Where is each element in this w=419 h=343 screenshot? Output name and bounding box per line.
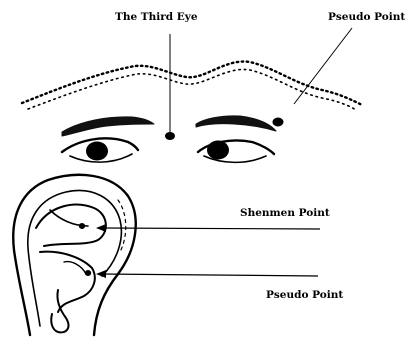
ear-inner-helix: [28, 190, 122, 326]
forehead-hairline-inner: [28, 69, 356, 110]
third-eye-point: [165, 132, 175, 140]
right-eyebrow: [196, 116, 276, 131]
pseudo-point-face-label: Pseudo Point: [328, 12, 405, 23]
shenmen-point-label: Shenmen Point: [240, 208, 330, 219]
ear-concha: [40, 252, 95, 312]
left-eye-pupil: [86, 142, 108, 161]
ear-antihelix: [36, 205, 106, 246]
left-eyebrow: [62, 117, 154, 136]
third-eye-label: The Third Eye: [115, 12, 198, 23]
pseudo-point-face: [273, 118, 284, 127]
ear-tragus: [64, 262, 86, 274]
pseudo-point-ear-label: Pseudo Point: [266, 290, 343, 301]
shenmen-arrowhead: [96, 224, 106, 232]
right-eye-pupil: [207, 141, 229, 160]
ear-lobe: [51, 290, 68, 332]
pseudo-point-ear-arrowhead: [96, 270, 106, 278]
pseudo-point-ear: [85, 270, 91, 276]
pseudo-point-ear-pointer-line: [104, 274, 318, 276]
ear-outer-helix: [13, 175, 135, 335]
shenmen-point: [79, 223, 85, 229]
pseudo-point-face-pointer-line: [294, 28, 352, 104]
